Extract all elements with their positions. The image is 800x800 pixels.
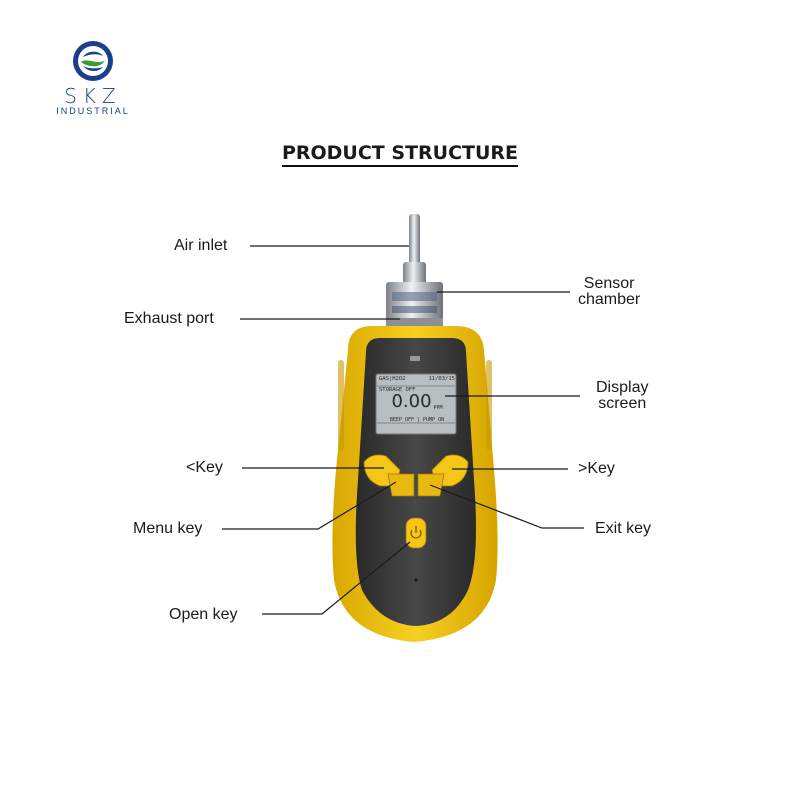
lcd-content: GAS(H2O2 11/03/15 STORAGE OFF 0.00 PPM B… [379, 376, 455, 423]
probe-collar [403, 262, 426, 284]
page-title: PRODUCT STRUCTURE [0, 142, 800, 167]
leader-exit-key [429, 484, 584, 529]
label-menu-key: Menu key [133, 520, 203, 537]
label-sensor-chamber: Sensor chamber [578, 275, 641, 308]
label-exhaust-port: Exhaust port [124, 310, 214, 327]
leader-lines [222, 245, 584, 615]
brand-name: SKZ [64, 84, 122, 108]
lcd-footer: BEEP OFF | PUMP ON [389, 417, 445, 423]
lcd-status: STORAGE OFF [379, 387, 416, 393]
leader-open-key [262, 541, 411, 615]
label-open-key: Open key [169, 606, 238, 623]
label-left-key: <Key [186, 459, 223, 476]
lcd-reading: 0.00 [391, 391, 432, 412]
lcd-unit: PPM [433, 405, 443, 411]
brand-subtitle: INDUSTRIAL [56, 106, 130, 116]
indicator-led [410, 356, 420, 361]
brand-logo: SKZ INDUSTRIAL [28, 40, 158, 120]
lcd-gas-type: GAS(H2O2 [379, 376, 406, 382]
air-inlet-tube [409, 214, 420, 276]
label-air-inlet: Air inlet [174, 237, 228, 254]
power-icon [410, 526, 422, 539]
lcd-date: 11/03/15 [428, 376, 456, 382]
logo-mark-icon [73, 41, 113, 81]
buzzer-hole [414, 578, 418, 582]
leader-menu-key [222, 481, 397, 530]
label-exit-key: Exit key [595, 520, 652, 537]
menu-key [387, 473, 415, 497]
label-display-screen: Display screen [596, 379, 649, 412]
display-screen [375, 373, 457, 435]
label-right-key: >Key [578, 460, 615, 477]
